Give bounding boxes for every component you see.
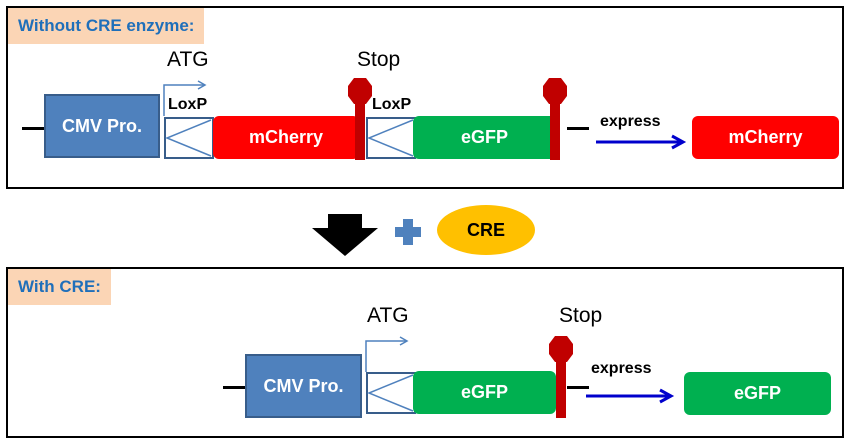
promoter-arrow-icon	[365, 336, 409, 372]
plus-icon	[395, 219, 421, 245]
loxp-triangle-icon	[366, 372, 416, 414]
terminator-icon	[549, 336, 573, 418]
express-label: express	[591, 360, 652, 377]
atg-label: ATG	[167, 48, 209, 71]
stop-label: Stop	[559, 304, 603, 327]
stop-label: Stop	[357, 48, 401, 71]
cmv-promoter: CMV Pro.	[44, 94, 160, 158]
loxp-label-1: LoxP	[168, 96, 208, 113]
dna-wire-left	[22, 127, 44, 130]
promoter-arrow-icon	[163, 80, 207, 116]
expressed-mcherry: mCherry	[692, 116, 839, 159]
panel-title-without-cre: Without CRE enzyme:	[8, 8, 205, 44]
expressed-egfp: eGFP	[684, 372, 831, 415]
express-arrow-icon	[586, 388, 675, 404]
mcherry-gene: mCherry	[213, 116, 359, 159]
terminator-icon	[348, 78, 372, 160]
egfp-gene: eGFP	[413, 371, 556, 414]
terminator-icon	[543, 78, 567, 160]
down-arrow-icon	[312, 214, 378, 256]
express-label: express	[600, 113, 661, 130]
cre-enzyme: CRE	[437, 205, 535, 255]
atg-label: ATG	[367, 304, 409, 327]
loxp-label-2: LoxP	[372, 96, 412, 113]
egfp-gene: eGFP	[413, 116, 556, 159]
cmv-promoter: CMV Pro.	[245, 354, 362, 418]
dna-wire-right	[567, 127, 589, 130]
loxp-triangle-icon	[366, 117, 416, 159]
loxp-triangle-icon	[164, 117, 214, 159]
express-arrow-icon	[596, 134, 687, 150]
panel-title-with-cre: With CRE:	[8, 269, 111, 305]
dna-wire-right	[567, 386, 589, 389]
dna-wire-left	[223, 386, 245, 389]
